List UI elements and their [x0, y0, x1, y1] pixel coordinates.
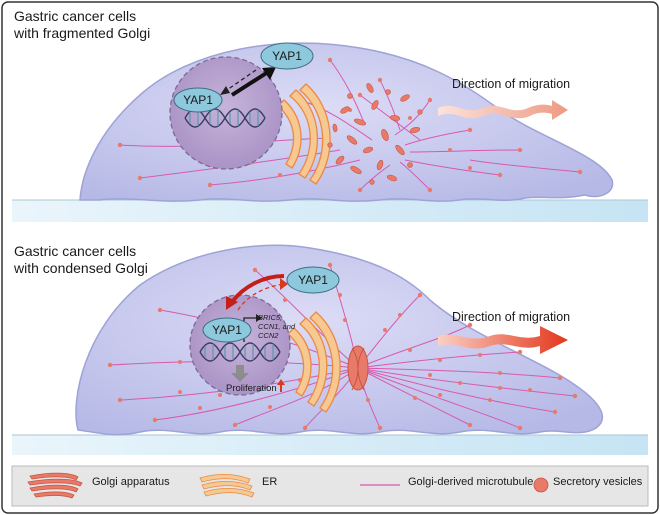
- top-yap-nucleus: [173, 87, 223, 113]
- bottom-yap-cytoplasm: [286, 266, 340, 294]
- bottom-title-line1: Gastric cancer cells: [14, 243, 137, 259]
- top-er: [277, 83, 331, 185]
- top-golgi-fragments: [327, 83, 423, 185]
- legend-er-label: ER: [262, 476, 278, 488]
- top-substrate: [12, 200, 648, 222]
- gene-label-line3: CCN2: [258, 331, 279, 340]
- bottom-yap-import-arrow: [230, 274, 285, 304]
- bottom-yap-cytoplasm-label: YAP1: [298, 273, 328, 287]
- top-dna-rungs: [189, 110, 259, 126]
- bottom-dna: [199, 342, 281, 362]
- legend-microtubule-label: Golgi-derived microtubule: [408, 476, 534, 488]
- top-yap-nucleus-label: YAP1: [183, 93, 213, 107]
- bottom-yap-nucleus-label: YAP1: [212, 323, 242, 337]
- legend-er-icon: [199, 473, 255, 498]
- bottom-yap-nucleus: [202, 317, 252, 343]
- top-yap-export-arrow: [230, 70, 270, 97]
- bottom-golgi-condensed: [347, 345, 369, 391]
- bottom-direction-label: Direction of migration: [452, 310, 571, 324]
- top-panel-title: Gastric cancer cells with fragmented Gol…: [14, 8, 150, 42]
- proliferation-label: Proliferation: [226, 383, 277, 394]
- legend: [11, 465, 649, 507]
- top-yap-cytoplasm: [260, 42, 314, 70]
- top-direction-label: Direction of migration: [452, 77, 571, 91]
- legend-vesicles-label: Secretory vesicles: [553, 476, 643, 488]
- legend-vesicle-icon: [533, 477, 549, 493]
- bottom-panel: [12, 244, 648, 455]
- legend-golgi-label: Golgi apparatus: [92, 476, 170, 488]
- bottom-title-line2: with condensed Golgi: [14, 260, 148, 276]
- bottom-cell-body: [75, 244, 604, 436]
- bottom-panel-title: Gastric cancer cells with condensed Golg…: [14, 243, 148, 277]
- top-microtubules: [119, 59, 581, 191]
- top-nucleus: [169, 56, 283, 170]
- proliferation-arrow: [236, 365, 244, 374]
- gene-label-line2: CCN1, and: [258, 322, 296, 331]
- top-yap-cytoplasm-label: YAP1: [272, 49, 302, 63]
- top-panel: [12, 42, 648, 222]
- bottom-dna-rungs: [204, 344, 274, 360]
- bottom-er: [287, 311, 341, 413]
- top-migration-arrow: [438, 100, 568, 120]
- top-title-line2: with fragmented Golgi: [14, 25, 151, 41]
- bottom-migration-arrow: [438, 326, 568, 354]
- bottom-substrate: [12, 435, 648, 455]
- gene-label-line1: BRIC5,: [258, 313, 282, 322]
- legend-golgi-icon: [27, 472, 83, 499]
- top-title-line1: Gastric cancer cells: [14, 8, 137, 24]
